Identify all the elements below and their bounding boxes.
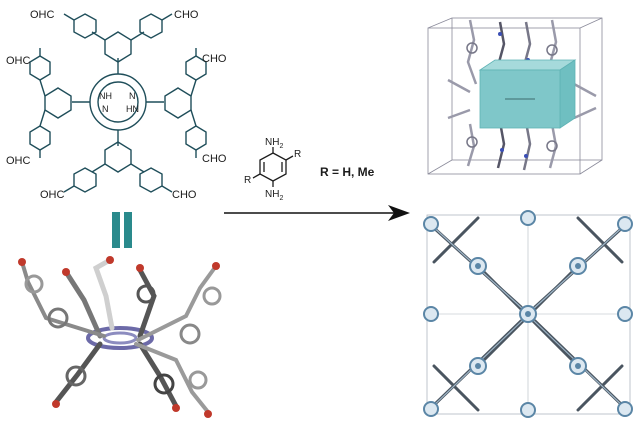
n-label-bottom: N: [102, 104, 109, 114]
diamine-reagent-structure: [252, 147, 294, 187]
porphyrin-linker-structure: [29, 13, 207, 193]
substituent-definition: R = H, Me: [320, 165, 375, 179]
amine-label-bottom: NH2: [265, 189, 283, 202]
unit-cell-view: [427, 17, 603, 175]
cho-label-mid-left-upper: OHC: [6, 55, 31, 67]
cho-label-top-right: CHO: [174, 9, 199, 21]
n-label-top: N: [129, 91, 136, 101]
cho-label-mid-left-lower: OHC: [6, 155, 31, 167]
hn-label-bottom: HN: [126, 104, 139, 114]
cho-label-top-left: OHC: [30, 9, 55, 21]
substituent-label-right: R: [294, 149, 301, 160]
amine-label-top: NH2: [265, 137, 283, 150]
equivalence-sign: [112, 212, 132, 248]
cho-label-bottom-right: CHO: [172, 189, 197, 201]
cho-label-mid-right-upper: CHO: [202, 53, 227, 65]
cho-label-bottom-left: OHC: [40, 189, 65, 201]
reaction-arrow: [224, 205, 410, 221]
porphyrin-3d-model: [18, 256, 222, 418]
cho-label-mid-right-lower: CHO: [202, 153, 227, 165]
substituent-label-left: R: [244, 175, 251, 186]
nh-label-top: NH: [99, 91, 112, 101]
framework-lattice-view: [423, 210, 633, 418]
